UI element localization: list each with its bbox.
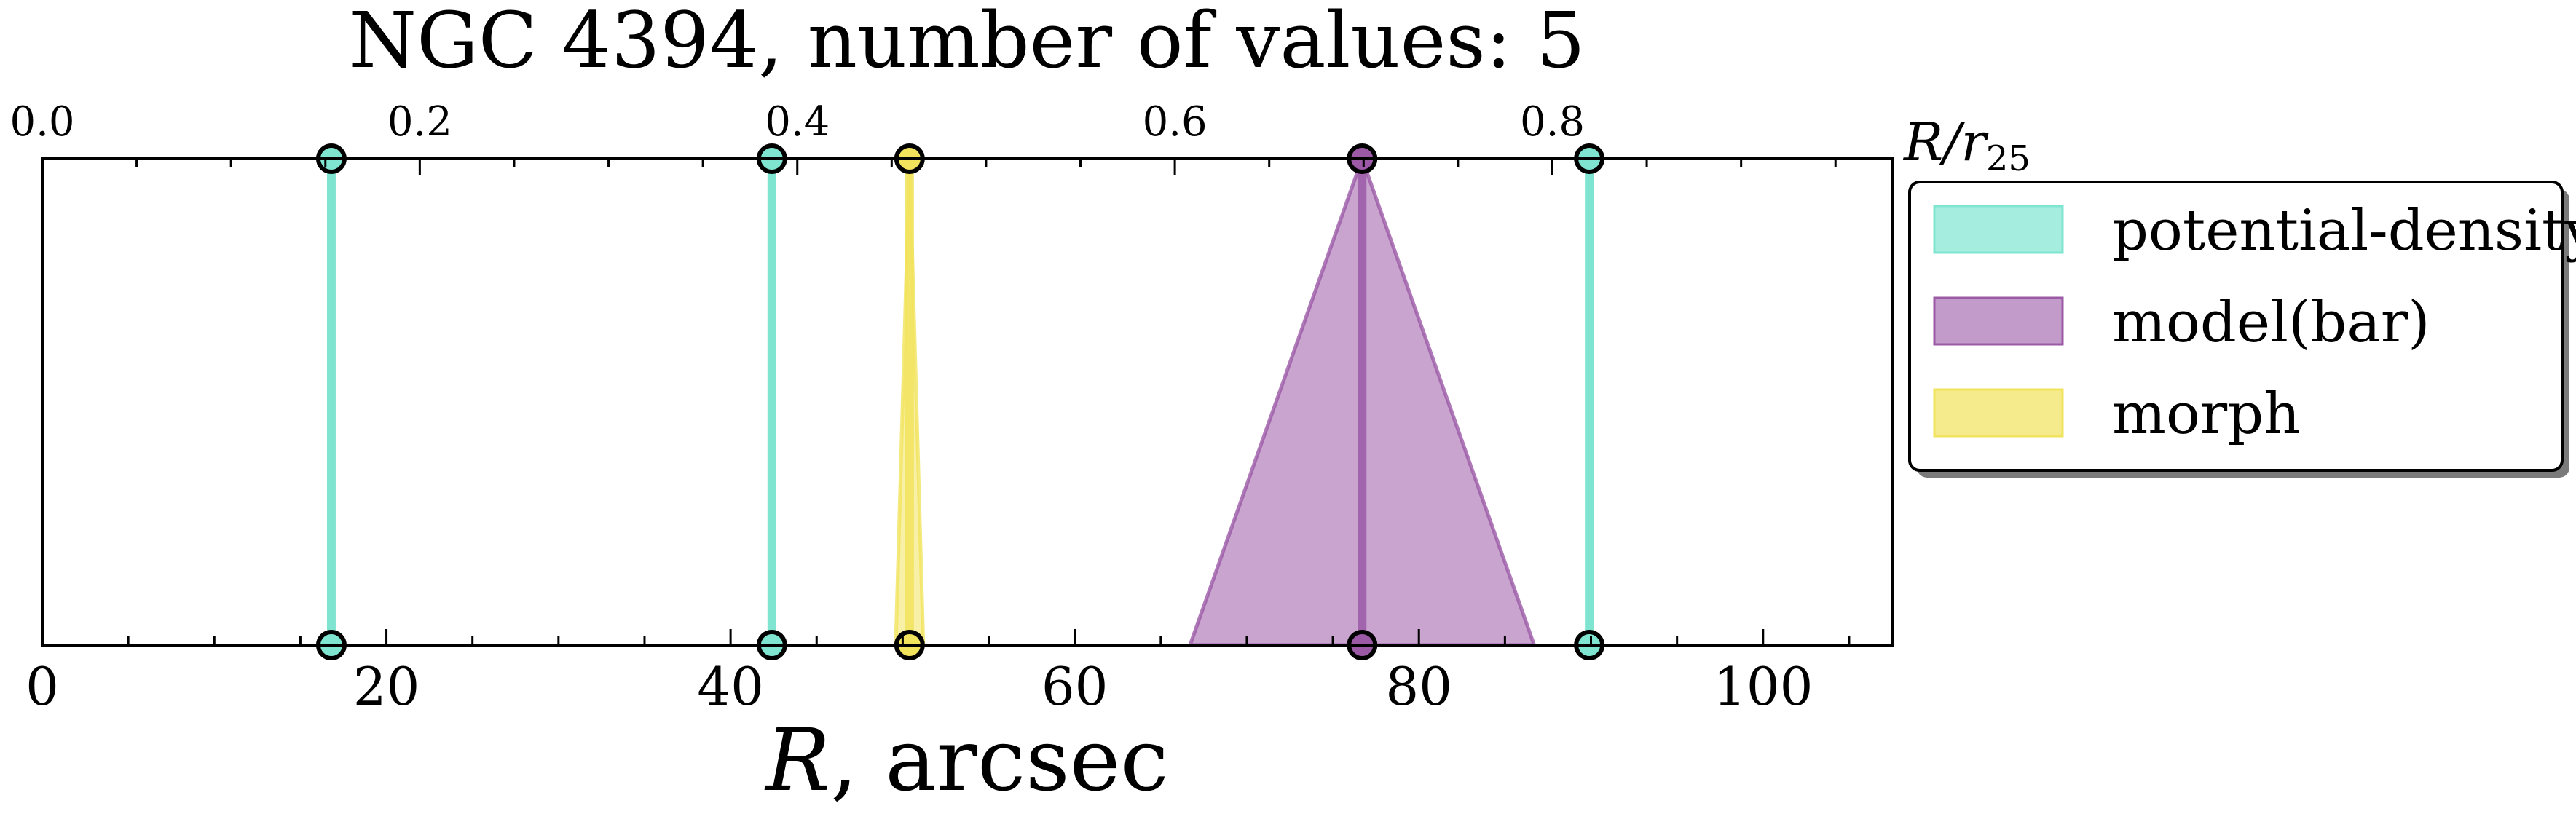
legend-label-model-bar: model(bar) bbox=[2112, 290, 2430, 355]
top-tick-label: 0.4 bbox=[765, 98, 830, 146]
x-tick-label: 80 bbox=[1385, 656, 1452, 717]
bottom-axis: 0 20 40 60 80 100 bbox=[25, 629, 1851, 717]
top-axis-label: R/r25 bbox=[1902, 111, 2031, 179]
legend-label-morph: morph bbox=[2112, 382, 2300, 447]
chart-title: NGC 4394, number of values: 5 bbox=[349, 0, 1585, 85]
top-tick-label: 0.8 bbox=[1520, 98, 1585, 146]
top-axis: 0.0 0.2 0.4 0.6 0.8 bbox=[9, 98, 1837, 175]
legend-swatch-potential-density bbox=[1933, 205, 2064, 254]
plot-frame bbox=[41, 157, 1894, 647]
x-tick-label: 20 bbox=[353, 656, 420, 717]
x-tick-label: 0 bbox=[25, 656, 59, 717]
legend-label-potential-density: potential-density bbox=[2112, 198, 2576, 264]
x-tick-label: 100 bbox=[1713, 656, 1813, 717]
legend-swatch-model-bar bbox=[1933, 296, 2064, 346]
top-tick-label: 0.2 bbox=[387, 98, 452, 146]
x-tick-label: 40 bbox=[697, 656, 764, 717]
top-tick-label: 0.6 bbox=[1143, 98, 1208, 146]
top-tick-label: 0.0 bbox=[9, 98, 74, 146]
legend-swatch-morph bbox=[1933, 388, 2064, 438]
x-axis-label: R, arcsec bbox=[764, 710, 1168, 810]
x-tick-label: 60 bbox=[1041, 656, 1108, 717]
legend-box bbox=[1908, 181, 2564, 472]
legend: potential-density model(bar) morph bbox=[1908, 181, 2576, 478]
